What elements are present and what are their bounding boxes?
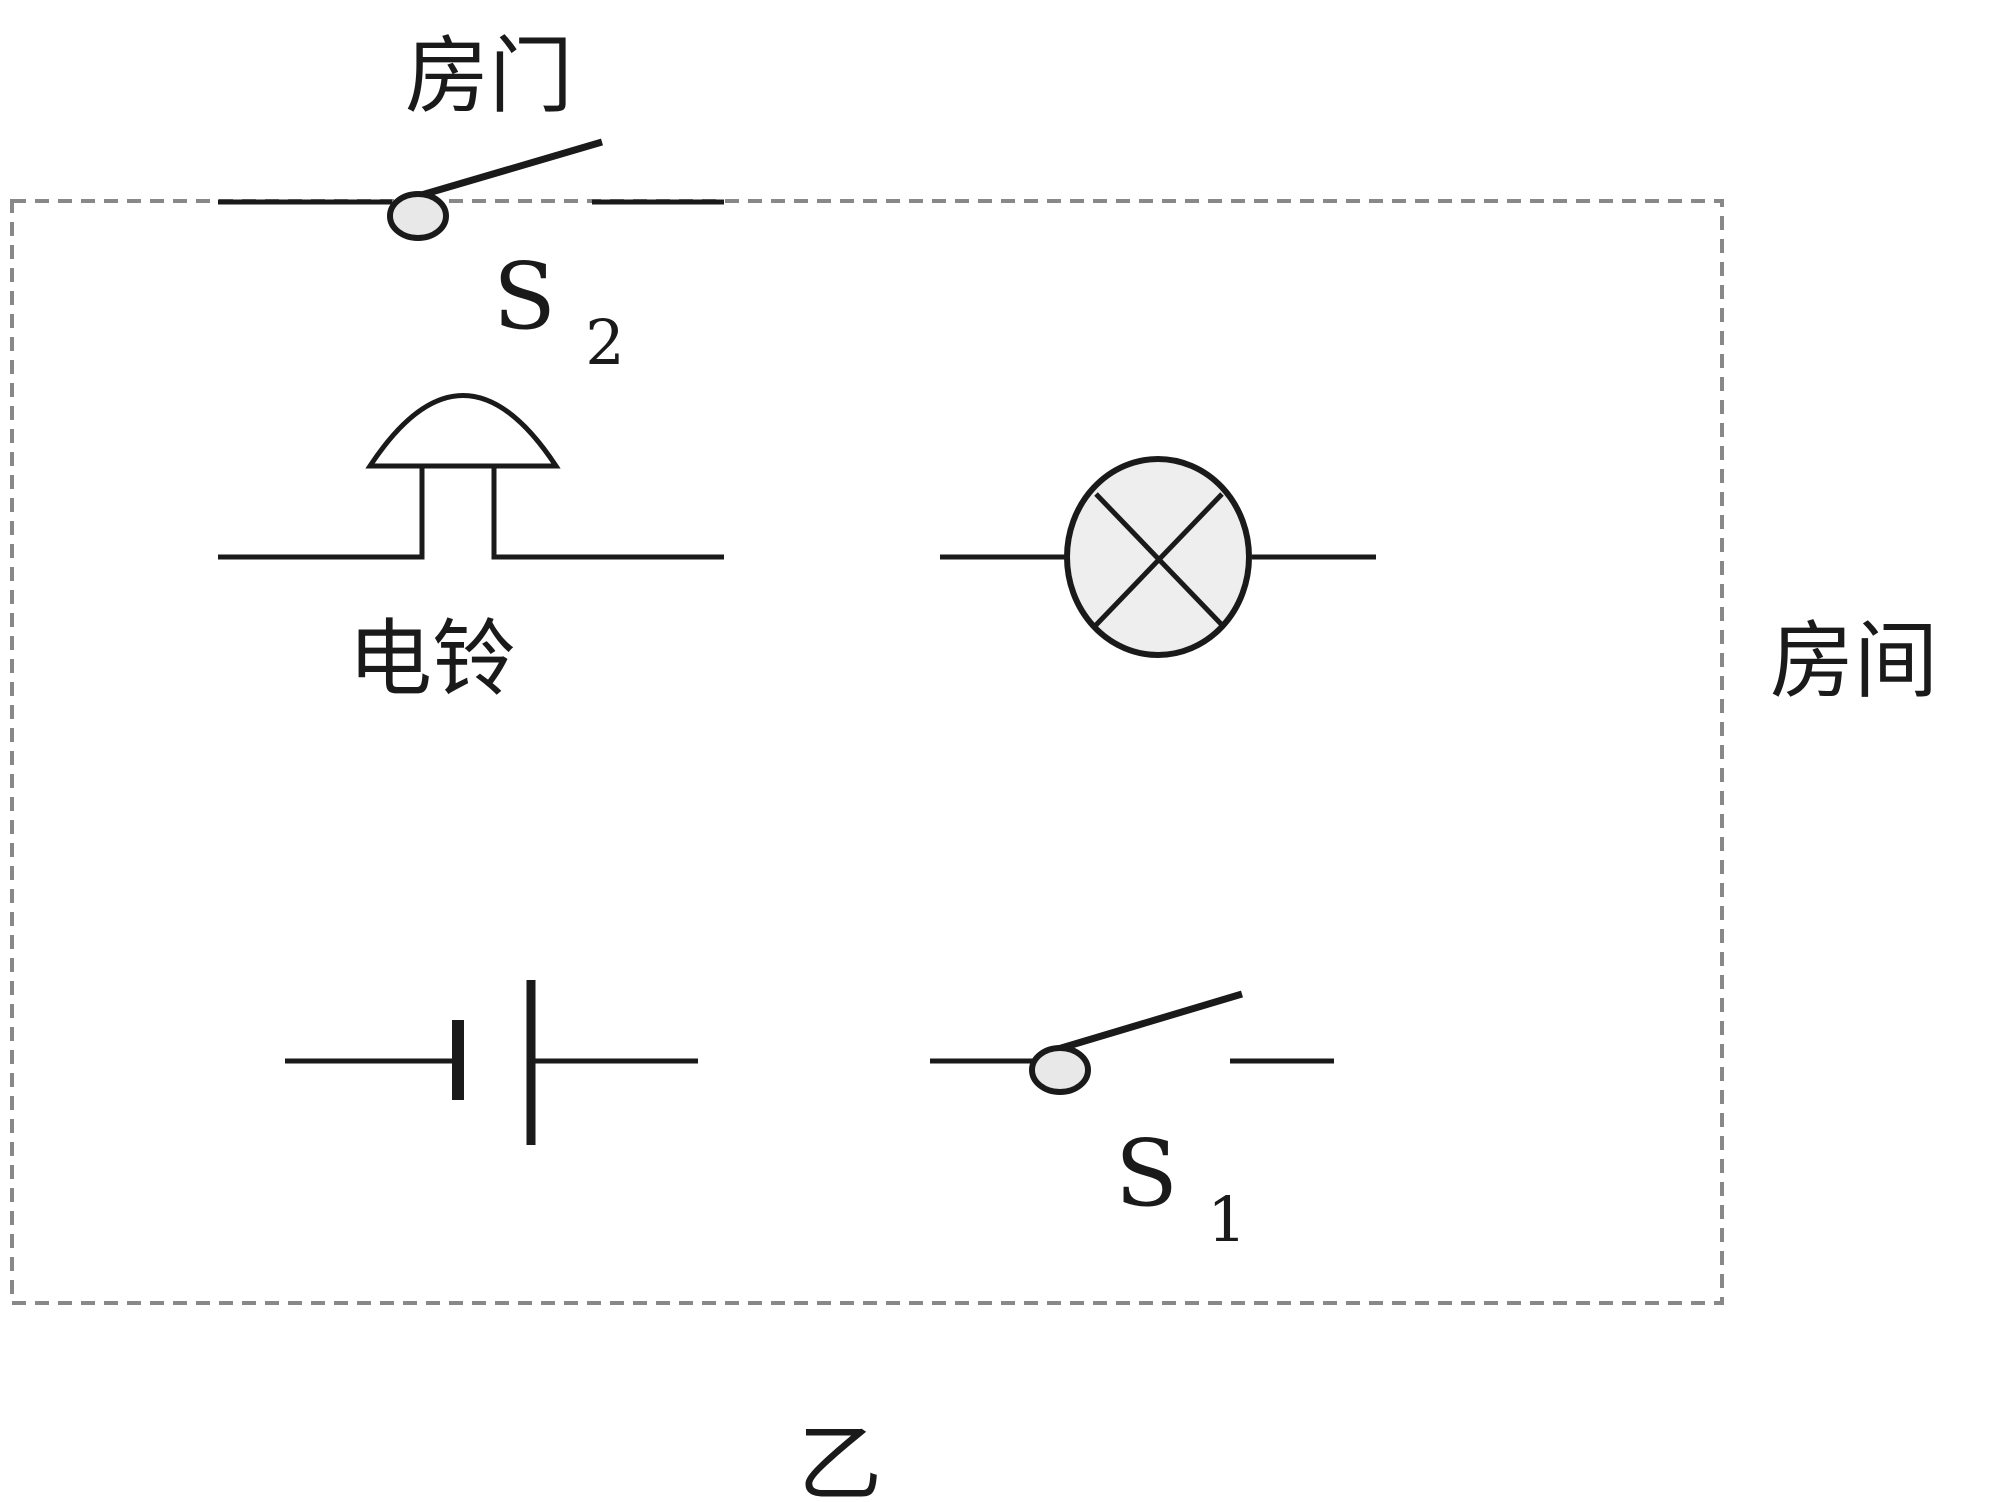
lamp-cross-b [1094, 492, 1224, 627]
switch-s2 [218, 138, 724, 241]
lamp [940, 456, 1376, 658]
room-label: 房间 [1770, 612, 1938, 710]
switch-s1-letter: S [1115, 1120, 1178, 1227]
switch-s1-blade [1056, 990, 1244, 1053]
bell-right-terminal [491, 466, 724, 560]
switch-s2-label: S 2 [493, 243, 625, 379]
bell-left-terminal [218, 466, 425, 560]
switch-s1-label: S 1 [1115, 1120, 1247, 1256]
room-boundary [10, 199, 1724, 1305]
switch-s1-pivot [1029, 1045, 1091, 1095]
switch-s1 [930, 990, 1334, 1095]
door-label: 房门 [405, 27, 573, 125]
switch-s2-subscript: 2 [585, 306, 624, 379]
switch-s2-blade [417, 138, 603, 200]
bell-dome [365, 393, 561, 469]
switch-s2-letter: S [493, 243, 556, 350]
figure-label: 乙 [798, 1415, 882, 1502]
switch-s1-subscript: 1 [1207, 1183, 1246, 1256]
switch-s2-pivot [387, 191, 449, 241]
battery-cell [285, 980, 698, 1145]
electric-bell [218, 393, 724, 560]
bell-label: 电铃 [348, 610, 516, 708]
